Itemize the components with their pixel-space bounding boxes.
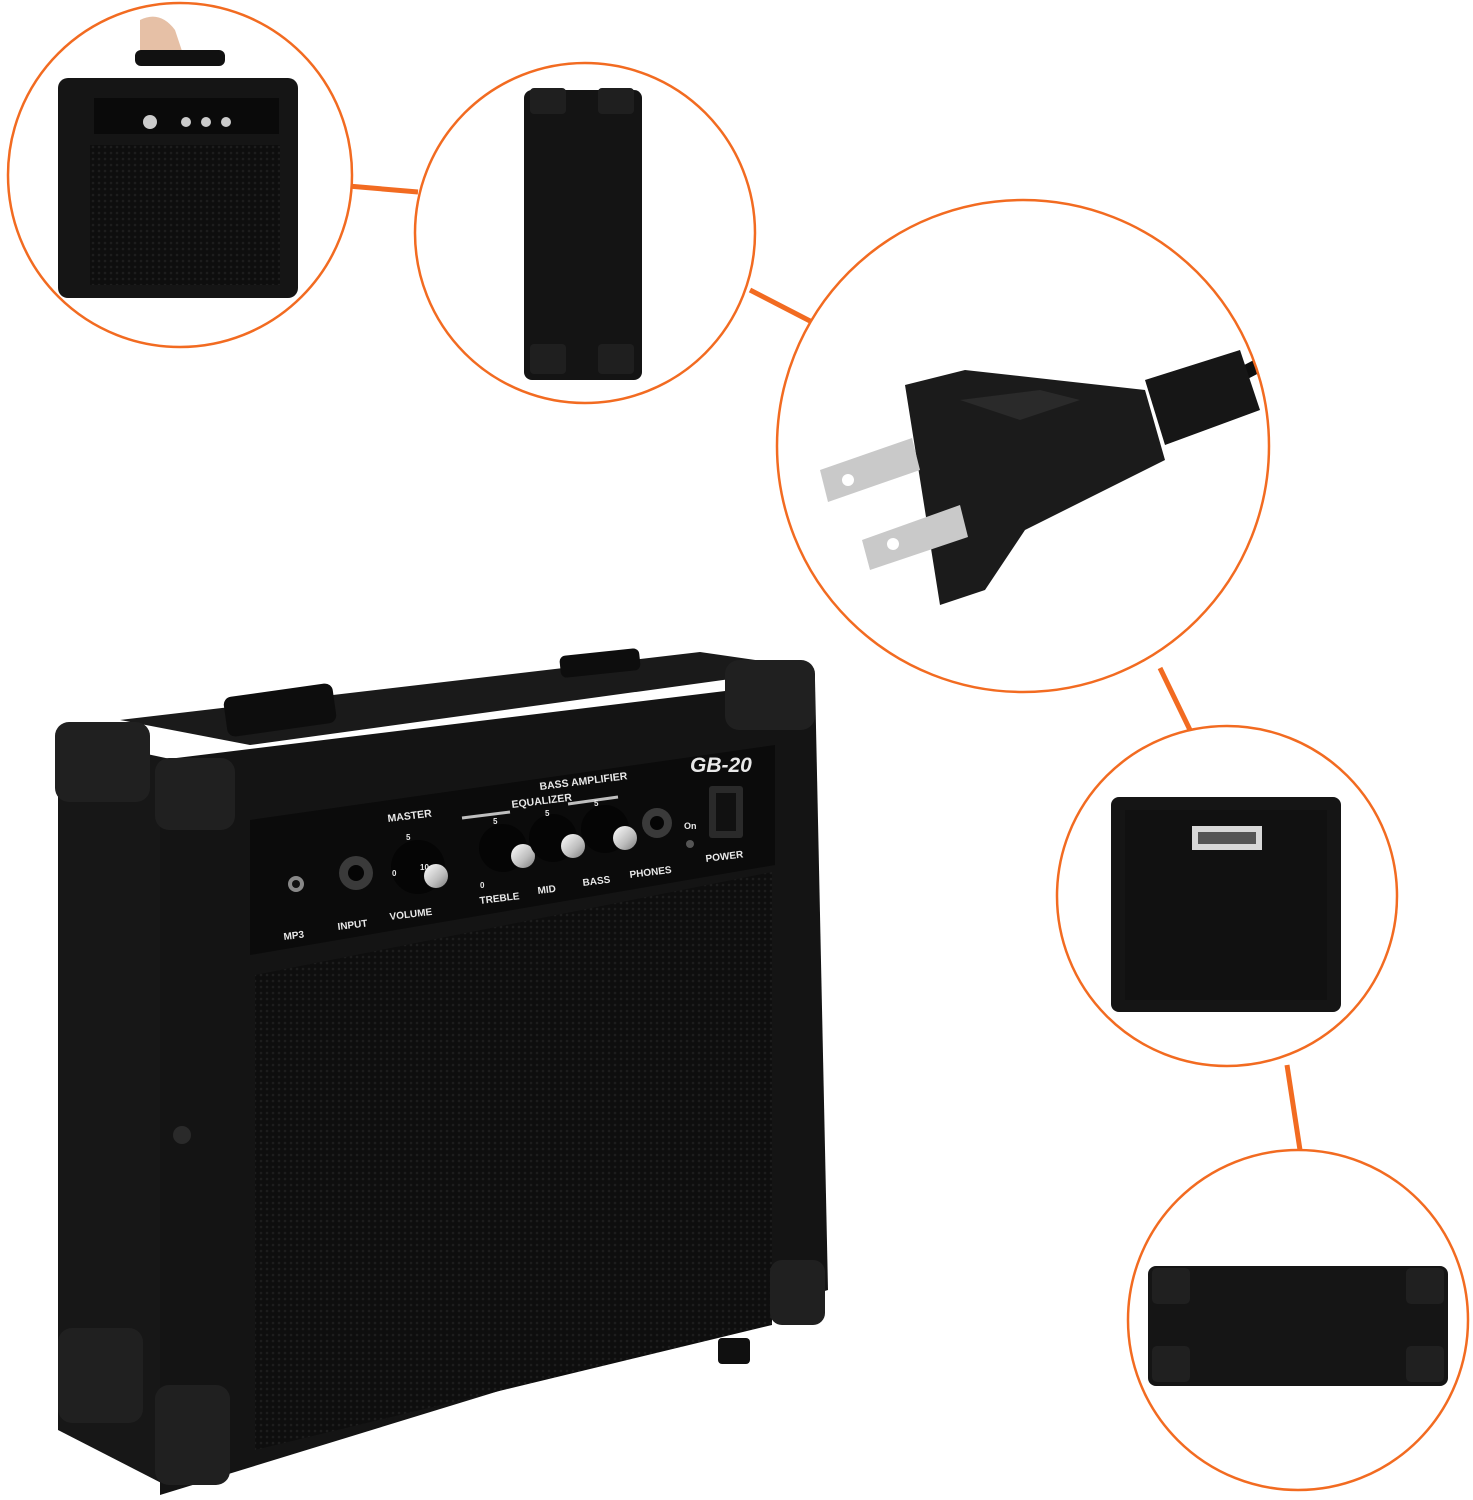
- corner-protector: [770, 1260, 825, 1325]
- bass-label: BASS: [582, 875, 611, 889]
- corner-protector: [155, 1385, 230, 1485]
- mid-knob[interactable]: [529, 814, 585, 862]
- corner-protector: [58, 1328, 143, 1423]
- phones-label: PHONES: [629, 865, 673, 881]
- power-led-icon: [686, 840, 694, 848]
- mid-scale-mid: 5: [545, 809, 550, 818]
- treble-scale-mid: 5: [493, 817, 498, 826]
- power-plug: [775, 198, 1271, 694]
- bass-scale-mid: 5: [594, 799, 599, 808]
- carry-handle-view: [6, 1, 354, 349]
- side-view: [413, 61, 757, 405]
- treble-knob[interactable]: [479, 824, 535, 872]
- corner-protector: [55, 722, 150, 802]
- back-view: [1055, 724, 1399, 1068]
- bottom-view: [1126, 1148, 1470, 1492]
- corner-protector: [155, 758, 235, 830]
- carry-handle: [223, 683, 337, 737]
- volume-scale-min: 0: [392, 869, 397, 878]
- plug-prong: [820, 438, 920, 502]
- bass-knob[interactable]: [581, 805, 637, 853]
- on-label: On: [684, 821, 697, 831]
- volume-label: VOLUME: [389, 907, 433, 923]
- corner-protector: [725, 660, 815, 730]
- power-label: POWER: [705, 849, 745, 865]
- mp3-label: MP3: [283, 930, 305, 943]
- speaker-grille: [255, 872, 772, 1450]
- plug-prong: [862, 505, 968, 570]
- volume-scale-max: 10: [420, 863, 429, 872]
- model-label: GB-20: [690, 754, 752, 777]
- master-label: MASTER: [387, 808, 433, 825]
- main-amplifier: GB-20 BASS AMPLIFIER EQUALIZER MASTER MP…: [55, 648, 828, 1495]
- hand-icon: [140, 16, 185, 61]
- volume-knob[interactable]: [391, 840, 448, 894]
- input-label: INPUT: [337, 918, 368, 933]
- treble-label: TREBLE: [479, 891, 520, 907]
- volume-scale-mid: 5: [406, 833, 411, 842]
- connector-lines: [347, 183, 1303, 1151]
- mid-label: MID: [537, 884, 557, 897]
- treble-scale-min: 0: [480, 881, 485, 890]
